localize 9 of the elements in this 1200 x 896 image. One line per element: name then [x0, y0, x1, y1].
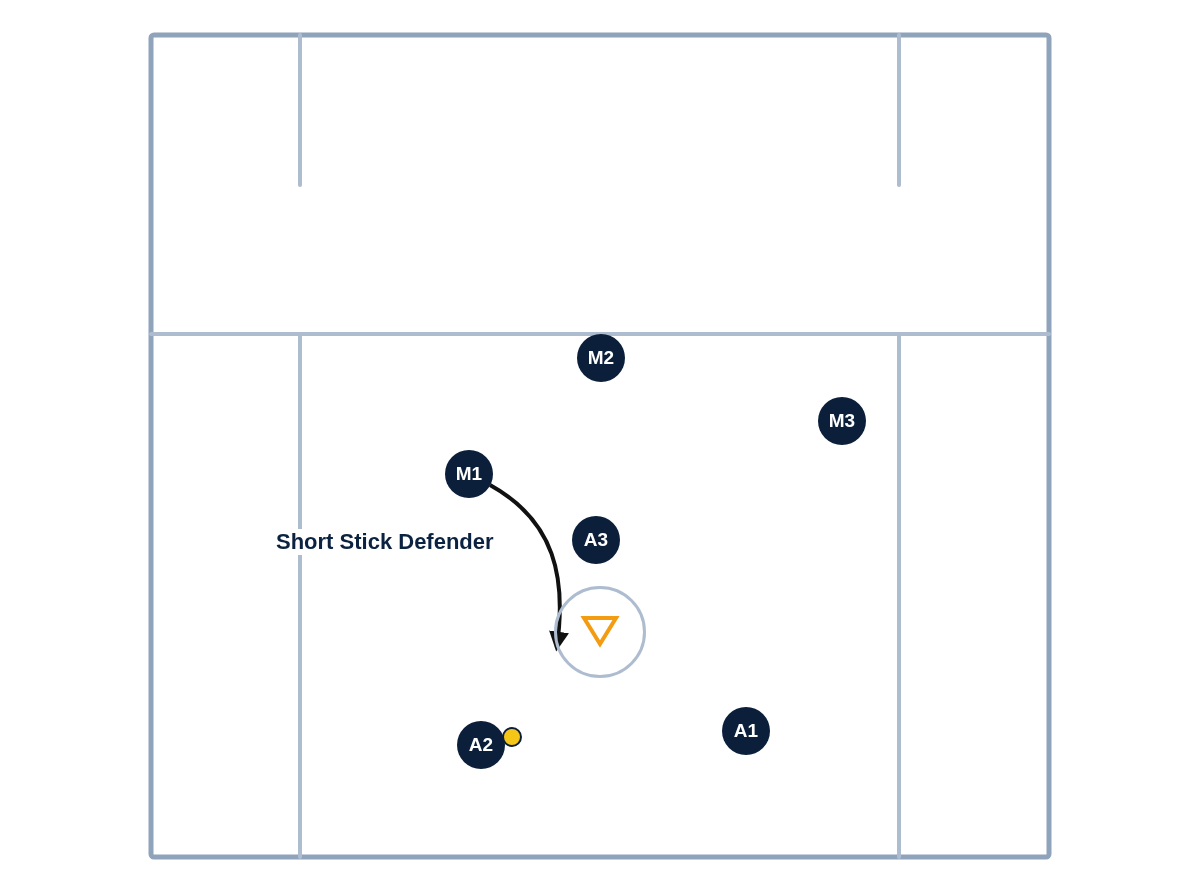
goal-crease: [554, 586, 646, 678]
movement-arrow: [488, 483, 569, 652]
edge-label: Short Stick Defender: [274, 529, 496, 555]
player-marker: M2: [577, 334, 625, 382]
player-marker: A1: [722, 707, 770, 755]
player-marker: A2: [457, 721, 505, 769]
player-marker: M3: [818, 397, 866, 445]
player-marker: M1: [445, 450, 493, 498]
player-marker: A3: [572, 516, 620, 564]
